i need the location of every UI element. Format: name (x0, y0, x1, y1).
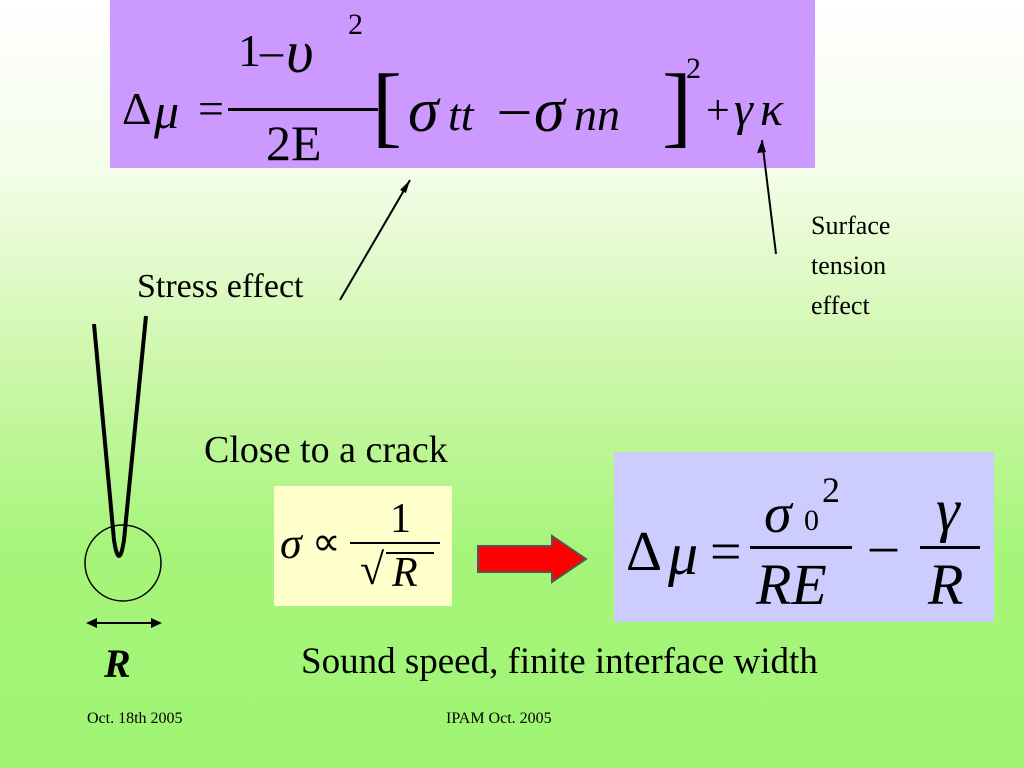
equals-sign: = (198, 83, 224, 134)
numerator-exponent: 2 (348, 8, 363, 41)
denominator-re: RE (756, 552, 827, 617)
stress-equation-box: Δ μ = 1 – υ 2 2E [ σ tt – σ nn ] 2 + γ κ (110, 0, 815, 168)
numerator-minus: – (260, 25, 283, 76)
sqrt-bar (386, 552, 434, 554)
delta-symbol: Δ (626, 521, 663, 583)
mu-symbol: μ (668, 521, 699, 587)
denominator-r: R (928, 552, 964, 617)
crack-shape (92, 315, 148, 558)
numerator-one: 1 (390, 496, 411, 542)
exponent-two: 2 (822, 470, 840, 510)
subscript-nn: nn (574, 89, 620, 140)
crack-tip-circle (84, 524, 162, 602)
footer-date: Oct. 18th 2005 (87, 710, 183, 727)
stress-effect-label: Stress effect (137, 268, 304, 305)
subscript-zero: 0 (804, 504, 819, 537)
surface-tension-label: Surface tension effect (811, 211, 891, 320)
surface-pointer-line (761, 139, 777, 255)
gamma-symbol: γ (936, 477, 960, 543)
fraction-bar (228, 108, 378, 111)
sigma-symbol: σ (280, 519, 302, 568)
fraction-bar (350, 542, 440, 544)
minus-sign: – (500, 74, 529, 139)
minus-sign: – (870, 515, 897, 575)
footer-title: IPAM Oct. 2005 (446, 710, 552, 727)
sqrt-symbol: √ (360, 545, 385, 594)
delta-symbol: Δ (122, 83, 152, 134)
subscript-tt: tt (448, 89, 474, 140)
kappa-symbol: κ (760, 83, 784, 136)
nu-symbol: υ (286, 19, 314, 85)
equals-sign: = (710, 521, 742, 583)
mu-symbol: μ (154, 83, 180, 139)
result-equation-box: Δ μ = σ 0 2 RE – γ R (614, 452, 994, 622)
sigma-symbol: σ (764, 483, 792, 545)
width-marker-arrowhead-right (151, 618, 162, 628)
stress-pointer-arrowhead (400, 180, 410, 193)
gamma-symbol: γ (734, 83, 753, 136)
bracket-close: ] (662, 57, 692, 156)
surface-pointer-arrowhead (757, 140, 766, 153)
denominator-2e: 2E (266, 115, 322, 171)
right-arrow-icon (477, 534, 588, 584)
stress-pointer-line (339, 179, 411, 301)
sound-speed-label: Sound speed, finite interface width (301, 641, 818, 682)
crack-stress-box: σ ∝ 1 √ R (274, 486, 452, 606)
sigma-tt: σ (408, 77, 439, 145)
radius-label: R (104, 641, 131, 686)
sigma-nn: σ (534, 77, 565, 145)
bracket-exponent: 2 (686, 52, 701, 85)
plus-sign: + (706, 88, 730, 134)
fraction-bar-right (920, 546, 980, 549)
width-marker-arrowhead-left (86, 618, 97, 628)
proportional-symbol: ∝ (312, 519, 341, 564)
close-to-crack-label: Close to a crack (204, 429, 448, 471)
numerator-one: 1 (238, 25, 261, 76)
denominator-r: R (392, 550, 418, 596)
fraction-bar-left (750, 546, 852, 549)
bracket-open: [ (372, 57, 402, 156)
